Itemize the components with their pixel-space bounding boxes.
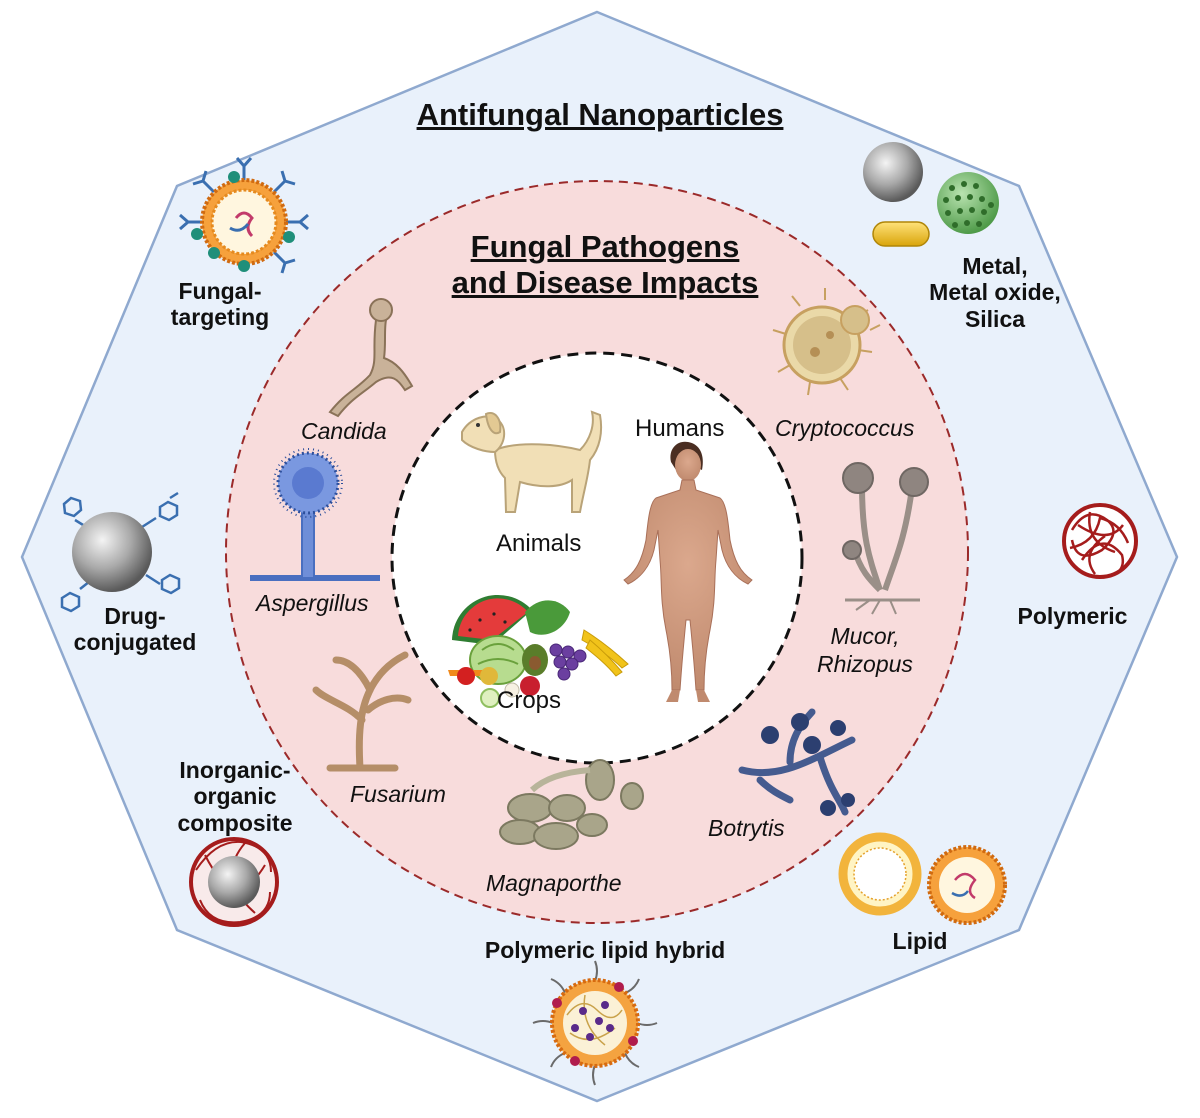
polymeric-nanoparticle-icon	[1062, 503, 1138, 579]
label-cryptococcus: Cryptococcus	[775, 415, 915, 441]
label-metal-line1: Metal,	[962, 253, 1028, 279]
label-crops: Crops	[497, 687, 562, 714]
label-candida: Candida	[301, 418, 387, 444]
polymeric-lipid-hybrid-icon	[532, 960, 658, 1086]
label-humans: Humans	[635, 415, 725, 442]
botrytis-icon	[738, 708, 856, 816]
label-rhizopus: Rhizopus	[817, 650, 913, 677]
candida-icon	[328, 298, 414, 418]
fusarium-icon	[312, 651, 412, 772]
label-lipid: Lipid	[892, 928, 948, 954]
label-drug-conjugated-line2: conjugated	[73, 629, 197, 656]
label-fungal-targeting: Fungal- targeting	[140, 278, 300, 331]
label-botrytis: Botrytis	[708, 815, 785, 841]
fungal-targeting-nanoparticle-icon	[179, 157, 309, 274]
inner-title-line1: Fungal Pathogens	[470, 229, 740, 264]
label-aspergillus: Aspergillus	[256, 590, 369, 616]
magnaporthe-icon	[499, 759, 644, 850]
drug-conjugated-nanoparticle-icon	[60, 491, 181, 613]
composite-nanoparticle-icon	[189, 837, 279, 927]
label-fungal-targeting-line2: targeting	[170, 304, 270, 331]
label-metal-line2: Metal oxide,	[929, 279, 1061, 306]
label-fusarium: Fusarium	[350, 781, 446, 807]
dog-icon	[461, 410, 603, 513]
label-animals: Animals	[496, 530, 582, 557]
cryptococcus-icon	[772, 288, 881, 396]
label-magnaporthe: Magnaporthe	[486, 870, 622, 896]
inner-title-line2: and Disease Impacts	[451, 265, 759, 300]
crops-icon	[448, 594, 629, 708]
label-drug-conjugated: Drug- conjugated	[40, 603, 230, 656]
metal-nanoparticle-icons	[863, 142, 999, 247]
lipid-nanoparticle-icons	[838, 832, 1007, 925]
aspergillus-icon	[250, 448, 380, 581]
label-mucor: Mucor,	[830, 623, 900, 649]
mucor-rhizopus-icon	[842, 462, 929, 615]
label-polymeric: Polymeric	[1017, 603, 1128, 629]
label-fungal-targeting-line1: Fungal-	[178, 278, 262, 304]
label-mucor-rhizopus: Mucor, Rhizopus	[800, 623, 930, 678]
label-composite-line3: composite	[177, 809, 293, 836]
label-composite: Inorganic- organic composite	[135, 757, 335, 836]
label-composite-line2: organic	[193, 783, 277, 810]
label-drug-conjugated-line1: Drug-	[104, 603, 166, 629]
label-polymeric-lipid-hybrid: Polymeric lipid hybrid	[484, 937, 726, 963]
label-metal-line3: Silica	[964, 305, 1026, 332]
outer-title: Antifungal Nanoparticles	[416, 97, 784, 132]
label-composite-line1: Inorganic-	[179, 757, 291, 783]
label-metal: Metal, Metal oxide, Silica	[905, 253, 1085, 332]
human-icon	[623, 441, 753, 702]
